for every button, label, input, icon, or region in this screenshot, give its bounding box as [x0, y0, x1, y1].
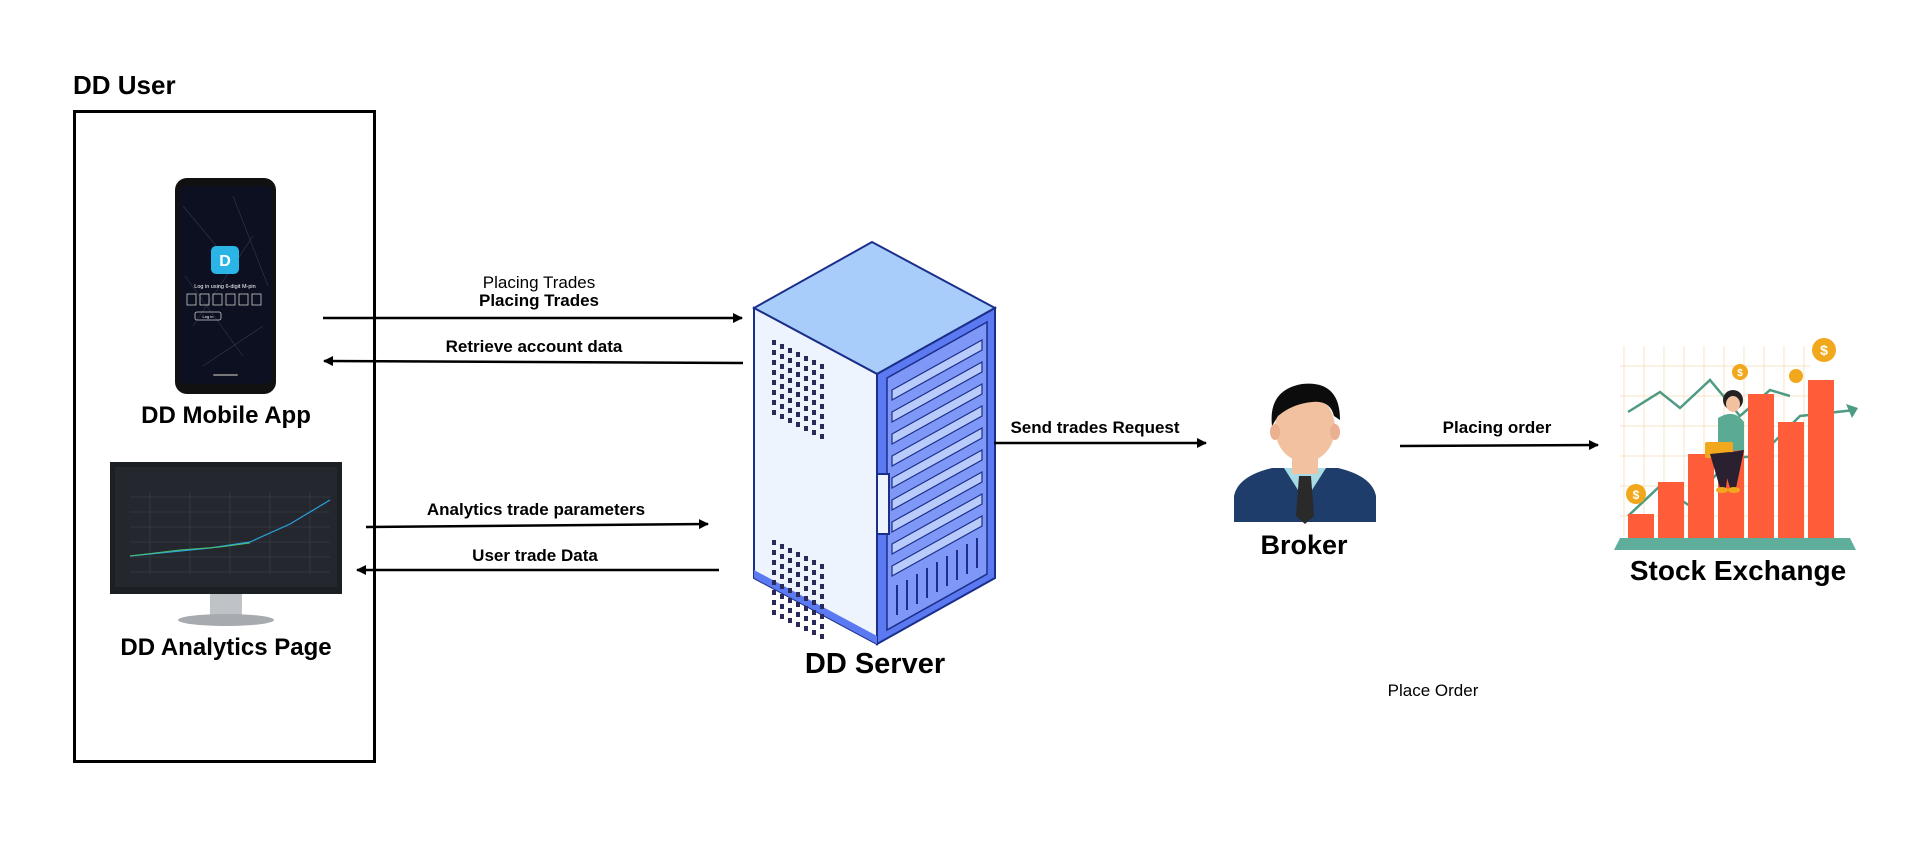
svg-text:$: $ [1633, 488, 1640, 502]
place-order-note: Place Order [1387, 681, 1479, 700]
label-analytics-params: Analytics trade parameters [426, 500, 646, 519]
user-box-title: DD User [73, 70, 176, 100]
label-placing-trades-2: Placing Trades [479, 291, 599, 310]
arrow-analytics-params [365, 519, 709, 530]
label-send-trades: Send trades Request [1010, 418, 1180, 437]
svg-text:$: $ [1820, 342, 1828, 358]
label-placing-trades-1: Placing Trades [482, 273, 596, 292]
broker-label: Broker [1260, 530, 1348, 560]
stock-chart-icon: $ $ $ [1614, 338, 1858, 550]
analytics-page-label: DD Analytics Page [120, 634, 332, 661]
label-user-trade-data: User trade Data [472, 546, 598, 565]
broker-person-icon [1234, 383, 1376, 524]
svg-text:D: D [219, 253, 231, 270]
phone-screen-text: Log in using 6-digit M-pin [194, 284, 255, 290]
monitor-icon [110, 462, 342, 626]
smartphone-icon: D Log in using 6-digit M-pin Log in [175, 178, 276, 394]
label-retrieve-account: Retrieve account data [445, 337, 623, 356]
user-box [73, 110, 376, 763]
phone-login-button: Log in [203, 314, 214, 319]
arrow-placing-order [1399, 440, 1599, 451]
server-rack-icon [752, 240, 998, 646]
arrow-retrieve-account [323, 356, 744, 367]
mobile-app-label: DD Mobile App [141, 402, 311, 429]
stock-exchange-label: Stock Exchange [1629, 555, 1847, 586]
server-label: DD Server [804, 648, 946, 680]
svg-text:$: $ [1737, 368, 1743, 379]
label-placing-order: Placing order [1442, 418, 1552, 437]
